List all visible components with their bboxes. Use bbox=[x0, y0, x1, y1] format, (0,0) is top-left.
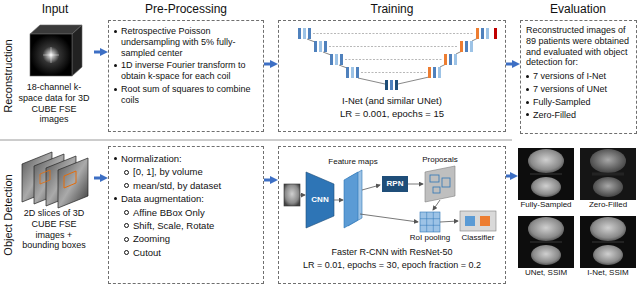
node-text: Affine BBox Only bbox=[133, 207, 205, 218]
text-row: Root sum of squares to combine coils bbox=[114, 84, 258, 106]
bullet-dot bbox=[114, 64, 117, 67]
column-heading: Pre-Processing bbox=[145, 3, 227, 16]
bullet-dot bbox=[114, 30, 117, 33]
part-label: Proposals bbox=[422, 156, 458, 165]
part-label: RPN bbox=[387, 180, 404, 189]
part-label: CNN bbox=[311, 196, 328, 205]
node-text: Data augmentation: bbox=[121, 193, 204, 204]
input-block: 2D slices of 3D CUBE FSE images + boundi… bbox=[14, 146, 94, 255]
text-row: Reconstructed images of 89 patients were… bbox=[526, 25, 632, 68]
input-block: 18-channel k-space data for 3D CUBE FSE … bbox=[14, 20, 94, 129]
text-row: Zero-Filled bbox=[526, 110, 632, 121]
row-divider bbox=[0, 140, 512, 141]
node-text: 1D inverse Fourier transform to obtain k… bbox=[121, 60, 258, 82]
node-text: Shift, Scale, Rotate bbox=[133, 220, 214, 231]
bullet-dot bbox=[114, 197, 117, 200]
node-text: Cutout bbox=[133, 247, 161, 258]
text-row: Shift, Scale, Rotate bbox=[114, 220, 258, 231]
node-text: LR = 0.001, epochs = 15 bbox=[340, 108, 444, 119]
bullet-dot bbox=[526, 101, 529, 104]
node-text: Reconstructed images of 89 patients were… bbox=[526, 25, 632, 68]
bullet-dot bbox=[124, 183, 129, 188]
training-box: I-Net (and similar UNet) LR = 0.001, epoc… bbox=[278, 20, 506, 132]
image-grid: Fully-Sampled Zero-FilledUNet, SSIM I-Net,… bbox=[518, 146, 638, 286]
node-text: 18-channel k-space data for 3D CUBE FSE … bbox=[16, 82, 92, 125]
text-row: Normalization: bbox=[114, 153, 258, 164]
flow-arrow bbox=[506, 175, 512, 178]
node-text: Normalization: bbox=[121, 153, 182, 164]
text-row: Data augmentation: bbox=[114, 193, 258, 204]
node-text: I-Net (and similar UNet) bbox=[342, 95, 442, 106]
column-heading: Input bbox=[42, 3, 69, 16]
bullet-dot bbox=[114, 157, 117, 160]
bullet-dot bbox=[124, 250, 129, 255]
text-row: Cutout bbox=[114, 247, 258, 258]
process-box: Normalization: [0, 1], by volume mean/std,… bbox=[108, 146, 264, 284]
text-row: 18-channel k-space data for 3D CUBE FSE … bbox=[16, 82, 92, 125]
node-text: Faster R-CNN with ResNet-50 bbox=[331, 247, 452, 258]
text-row: LR = 0.01, epochs = 30, epoch fraction =… bbox=[283, 260, 501, 271]
column-heading: Training bbox=[371, 3, 414, 16]
training-box: Faster R-CNN with ResNet-50 LR = 0.01, ep… bbox=[278, 146, 506, 284]
evaluation-box: Reconstructed images of 89 patients were… bbox=[520, 20, 637, 134]
text-row: mean/std, by dataset bbox=[114, 180, 258, 191]
node-text: Zooming bbox=[133, 233, 170, 244]
flow-arrow bbox=[94, 51, 102, 54]
flow-arrow bbox=[94, 177, 102, 180]
column-heading: Evaluation bbox=[550, 3, 606, 16]
inet-schematic bbox=[298, 28, 497, 90]
row-heading: Reconstruction bbox=[2, 39, 14, 112]
node-text: Zero-Filled bbox=[589, 200, 627, 210]
node-text: UNet, SSIM bbox=[525, 268, 567, 278]
node-text: Fully-Sampled bbox=[533, 97, 591, 108]
text-row: 2D slices of 3D CUBE FSE images + boundi… bbox=[16, 208, 92, 251]
text-row: Zero-Filled bbox=[580, 200, 636, 210]
slice-stack bbox=[22, 152, 88, 208]
node-text: [0, 1], by volume bbox=[133, 166, 203, 177]
node-text: 2D slices of 3D CUBE FSE images + boundi… bbox=[16, 208, 92, 251]
text-row: UNet, SSIM bbox=[518, 268, 574, 278]
text-row: 1D inverse Fourier transform to obtain k… bbox=[114, 60, 258, 82]
text-row: Faster R-CNN with ResNet-50 bbox=[283, 247, 501, 258]
text-row: Affine BBox Only bbox=[114, 207, 258, 218]
node-text: I-Net, SSIM bbox=[587, 268, 628, 278]
text-row: I-Net (and similar UNet) bbox=[283, 95, 501, 106]
bullet-dot bbox=[526, 113, 529, 116]
part-label: Classifier bbox=[462, 234, 495, 243]
node-text: LR = 0.01, epochs = 30, epoch fraction =… bbox=[303, 260, 481, 271]
flow-arrow bbox=[264, 179, 272, 182]
node-text: Zero-Filled bbox=[533, 110, 576, 121]
kspace-cube bbox=[30, 25, 82, 76]
bullet-dot bbox=[124, 223, 129, 228]
bullet-dot bbox=[526, 75, 529, 78]
text-row: Zooming bbox=[114, 233, 258, 244]
bullet-dot bbox=[114, 88, 117, 91]
node-text: mean/std, by dataset bbox=[133, 180, 221, 191]
process-box: Retrospective Poisson undersampling with… bbox=[108, 20, 264, 132]
text-row: Fully-Sampled bbox=[526, 97, 632, 108]
node-text: Retrospective Poisson undersampling with… bbox=[121, 26, 258, 58]
bullet-dot bbox=[526, 88, 529, 91]
part-label: Feature maps bbox=[328, 158, 377, 167]
text-row: Fully-Sampled bbox=[518, 200, 574, 210]
knee-images bbox=[518, 148, 636, 268]
text-row: 7 versions of UNet bbox=[526, 84, 632, 95]
node-text: Root sum of squares to combine coils bbox=[121, 84, 258, 106]
bullet-dot bbox=[124, 170, 129, 175]
node-text: 7 versions of I-Net bbox=[533, 71, 606, 82]
node-text: 7 versions of UNet bbox=[533, 84, 607, 95]
text-row: 7 versions of I-Net bbox=[526, 71, 632, 82]
rcnn-schematic bbox=[284, 166, 496, 232]
text-row: Retrospective Poisson undersampling with… bbox=[114, 26, 258, 58]
text-row: [0, 1], by volume bbox=[114, 166, 258, 177]
part-label: RoI pooling bbox=[410, 234, 450, 243]
flow-arrow bbox=[264, 63, 272, 66]
text-row: LR = 0.001, epochs = 15 bbox=[283, 108, 501, 119]
row-heading: Object Detection bbox=[2, 174, 14, 255]
bullet-dot bbox=[124, 237, 129, 242]
node-text: Fully-Sampled bbox=[520, 200, 571, 210]
text-row: I-Net, SSIM bbox=[580, 268, 636, 278]
bullet-dot bbox=[124, 210, 129, 215]
flow-arrow bbox=[506, 63, 514, 66]
